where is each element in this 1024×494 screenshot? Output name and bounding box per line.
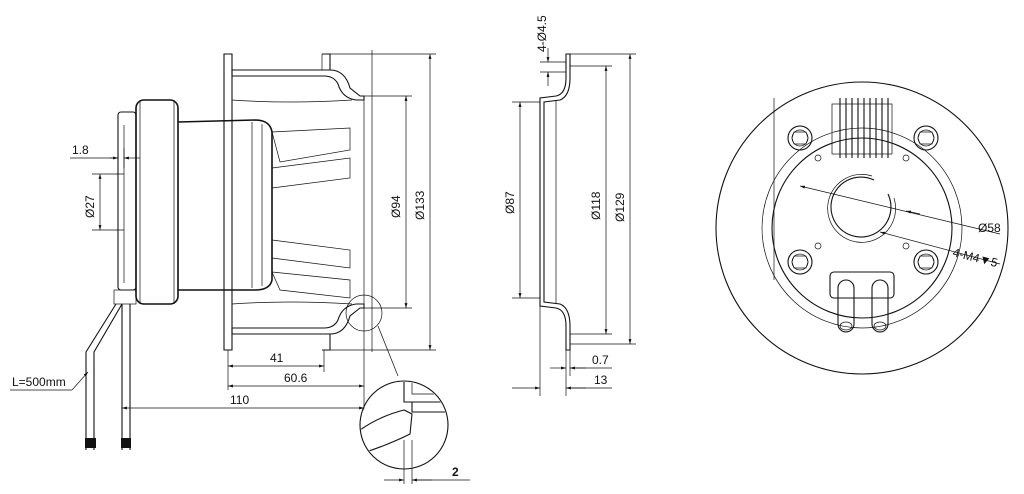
dim-ring-depths: 0.7 13	[512, 306, 612, 396]
ring-diameter-129-label: Ø129	[613, 192, 627, 222]
dim-depths: 41 60.6 110	[122, 308, 365, 412]
dim-diameters: Ø94 Ø133	[330, 53, 436, 351]
ring-diameter-118-label: Ø118	[589, 191, 603, 220]
small-holes	[814, 154, 910, 250]
impeller	[223, 50, 373, 352]
center-arc	[830, 176, 892, 238]
screw-bottom-right	[913, 249, 939, 275]
dim-lead-length: L=500mm	[10, 371, 89, 391]
length-110-label: 110	[230, 393, 249, 407]
dim-shaft-diameter: Ø27	[83, 173, 124, 231]
screw-top-left	[787, 125, 813, 151]
ring-thickness-label: 0.7	[592, 353, 609, 367]
bolt-circle-label: Ø58	[978, 221, 1001, 235]
outer-diameter-label: Ø133	[413, 190, 427, 220]
shaft-diameter-label: Ø27	[83, 195, 97, 218]
lead-wires	[85, 289, 137, 450]
mounting-screws	[787, 125, 939, 275]
lead-length-label: L=500mm	[12, 375, 66, 389]
thickness-label: 1.8	[72, 143, 89, 157]
thread-label: 4-M4▼5	[951, 245, 999, 270]
detail-view: 2	[359, 380, 470, 484]
dim-thickness: 1.8	[70, 143, 140, 168]
detail-callout	[345, 294, 399, 377]
inlet-ring-view: 4-Ø4.5 Ø87 Ø118 Ø129 0.	[503, 15, 636, 396]
dim-thread: 4-M4▼5	[879, 231, 1001, 270]
screw-bottom-left	[787, 249, 813, 275]
holes-label: 4-Ø4.5	[535, 15, 549, 52]
motor-housing	[117, 99, 273, 305]
side-view: 1.8 Ø27 L=500mm Ø94 Ø133	[10, 50, 470, 484]
dim-ring-diameters: Ø118 Ø129	[570, 53, 636, 345]
inner-diameter-label: Ø94	[389, 195, 403, 218]
rear-view: Ø58 4-M4▼5	[715, 81, 1009, 375]
detail-gap-label: 2	[452, 465, 459, 479]
dim-holes: 4-Ø4.5	[535, 15, 566, 86]
depth-60-label: 60.6	[284, 371, 308, 385]
connector-block	[829, 271, 895, 333]
dim-bolt-circle: Ø58	[799, 185, 1001, 235]
screw-top-right	[913, 125, 939, 151]
cooling-fins	[831, 98, 893, 158]
dim-inner-diameter: Ø87	[503, 101, 540, 299]
inner-ring-diameter-label: Ø87	[503, 191, 517, 214]
ring-depth-label: 13	[594, 373, 608, 387]
depth-41-label: 41	[270, 351, 284, 365]
